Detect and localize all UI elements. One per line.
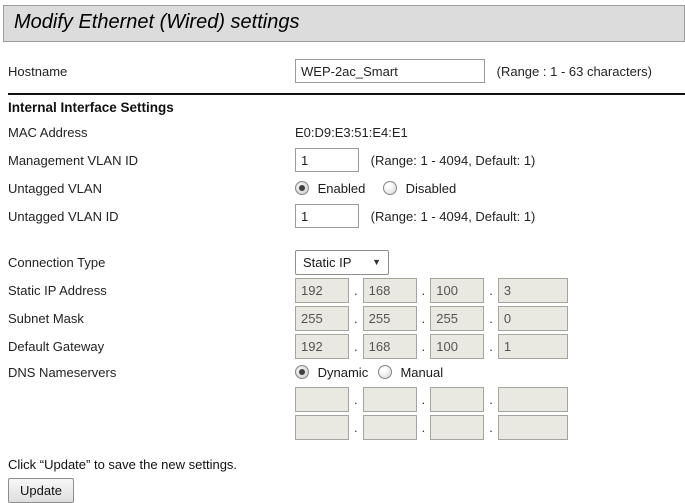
- static-ip-octet-3[interactable]: [430, 277, 485, 303]
- untagged-vlan-disabled-label: Disabled: [405, 180, 457, 196]
- default-gateway-octet-1[interactable]: [295, 333, 349, 359]
- subnet-mask-octet-2[interactable]: [362, 305, 417, 331]
- dns-server-2-octet-3[interactable]: [430, 415, 485, 440]
- static-ip-octet-4[interactable]: [497, 277, 568, 303]
- octet-separator: .: [354, 420, 358, 435]
- dns-server-1-octet-2[interactable]: [362, 387, 417, 412]
- management-vlan-id-label: Management VLAN ID: [8, 152, 139, 168]
- connection-type-row: Connection Type Static IP ▼: [8, 248, 685, 276]
- management-vlan-id-input[interactable]: [295, 148, 359, 172]
- connection-type-select[interactable]: Static IP ▼: [295, 249, 389, 275]
- untagged-vlan-id-label: Untagged VLAN ID: [8, 208, 119, 224]
- hostname-range-hint: (Range : 1 - 63 characters): [496, 63, 652, 79]
- dns-server-2-octet-2[interactable]: [362, 415, 417, 440]
- dns-manual-label: Manual: [400, 364, 444, 380]
- dns-server-1-octet-1[interactable]: [295, 387, 349, 412]
- octet-separator: .: [421, 420, 426, 435]
- octet-separator: .: [489, 420, 493, 435]
- octet-separator: .: [489, 392, 493, 407]
- static-ip-address-label: Static IP Address: [8, 282, 107, 298]
- section-divider: [8, 93, 685, 95]
- octet-separator: .: [489, 310, 493, 326]
- untagged-vlan-enabled-label: Enabled: [317, 180, 366, 196]
- untagged-vlan-disabled-radio[interactable]: [382, 180, 397, 195]
- octet-separator: .: [421, 392, 426, 407]
- default-gateway-octet-2[interactable]: [362, 333, 417, 359]
- management-vlan-id-hint: (Range: 1 - 4094, Default: 1): [370, 152, 536, 168]
- hostname-label: Hostname: [8, 63, 68, 79]
- dns-server-2-octet-1[interactable]: [295, 415, 349, 440]
- octet-separator: .: [489, 282, 493, 298]
- hostname-row: Hostname (Range : 1 - 63 characters): [8, 57, 685, 85]
- update-instruction-note: Click “Update” to save the new settings.: [8, 457, 238, 472]
- dns-server-2-octet-4[interactable]: [497, 415, 568, 440]
- octet-separator: .: [354, 338, 358, 354]
- static-ip-octet-2[interactable]: [362, 277, 417, 303]
- dns-server-1-octet-4[interactable]: [497, 387, 568, 412]
- dns-dynamic-label: Dynamic: [317, 364, 369, 380]
- untagged-vlan-enabled-radio[interactable]: [295, 180, 309, 195]
- default-gateway-label: Default Gateway: [8, 338, 105, 354]
- octet-separator: .: [489, 338, 493, 354]
- octet-separator: .: [354, 310, 358, 326]
- octet-separator: .: [421, 282, 426, 298]
- dns-dynamic-radio[interactable]: [295, 364, 309, 379]
- dns-manual-radio[interactable]: [377, 364, 392, 379]
- management-vlan-id-row: Management VLAN ID (Range: 1 - 4094, Def…: [8, 146, 685, 174]
- static-ip-octet-1[interactable]: [295, 277, 349, 303]
- mac-address-row: MAC Address E0:D9:E3:51:E4:E1: [8, 118, 685, 146]
- mac-address-value: E0:D9:E3:51:E4:E1: [295, 124, 408, 140]
- chevron-down-icon: ▼: [372, 257, 381, 267]
- subnet-mask-label: Subnet Mask: [8, 310, 84, 326]
- octet-separator: .: [354, 282, 358, 298]
- untagged-vlan-id-row: Untagged VLAN ID (Range: 1 - 4094, Defau…: [8, 202, 685, 230]
- default-gateway-octet-4[interactable]: [497, 333, 568, 359]
- update-button[interactable]: Update: [8, 478, 74, 503]
- untagged-vlan-id-input[interactable]: [295, 204, 359, 228]
- default-gateway-octet-3[interactable]: [430, 333, 485, 359]
- subnet-mask-octet-3[interactable]: [430, 305, 485, 331]
- untagged-vlan-label: Untagged VLAN: [8, 180, 102, 196]
- hostname-input[interactable]: [295, 59, 485, 83]
- untagged-vlan-id-hint: (Range: 1 - 4094, Default: 1): [370, 208, 536, 224]
- connection-type-label: Connection Type: [8, 254, 106, 270]
- subnet-mask-octet-4[interactable]: [497, 305, 568, 331]
- octet-separator: .: [354, 392, 358, 407]
- dns-nameservers-label: DNS Nameservers: [8, 364, 117, 380]
- default-gateway-row: Default Gateway ...: [8, 332, 685, 360]
- page-title: Modify Ethernet (Wired) settings: [3, 5, 685, 42]
- untagged-vlan-row: Untagged VLAN Enabled Disabled: [8, 174, 685, 202]
- dns-server-1-octet-3[interactable]: [430, 387, 485, 412]
- dns-server-2-row: ...: [295, 415, 685, 440]
- internal-interface-settings-heading: Internal Interface Settings: [8, 100, 174, 115]
- octet-separator: .: [421, 338, 426, 354]
- subnet-mask-row: Subnet Mask ...: [8, 304, 685, 332]
- connection-type-selected-value: Static IP: [303, 254, 352, 270]
- dns-nameservers-row: DNS Nameservers Dynamic Manual: [8, 360, 685, 384]
- dns-server-1-row: ...: [295, 387, 685, 412]
- static-ip-address-row: Static IP Address ...: [8, 276, 685, 304]
- mac-address-label: MAC Address: [8, 124, 88, 140]
- octet-separator: .: [421, 310, 426, 326]
- subnet-mask-octet-1[interactable]: [295, 305, 349, 331]
